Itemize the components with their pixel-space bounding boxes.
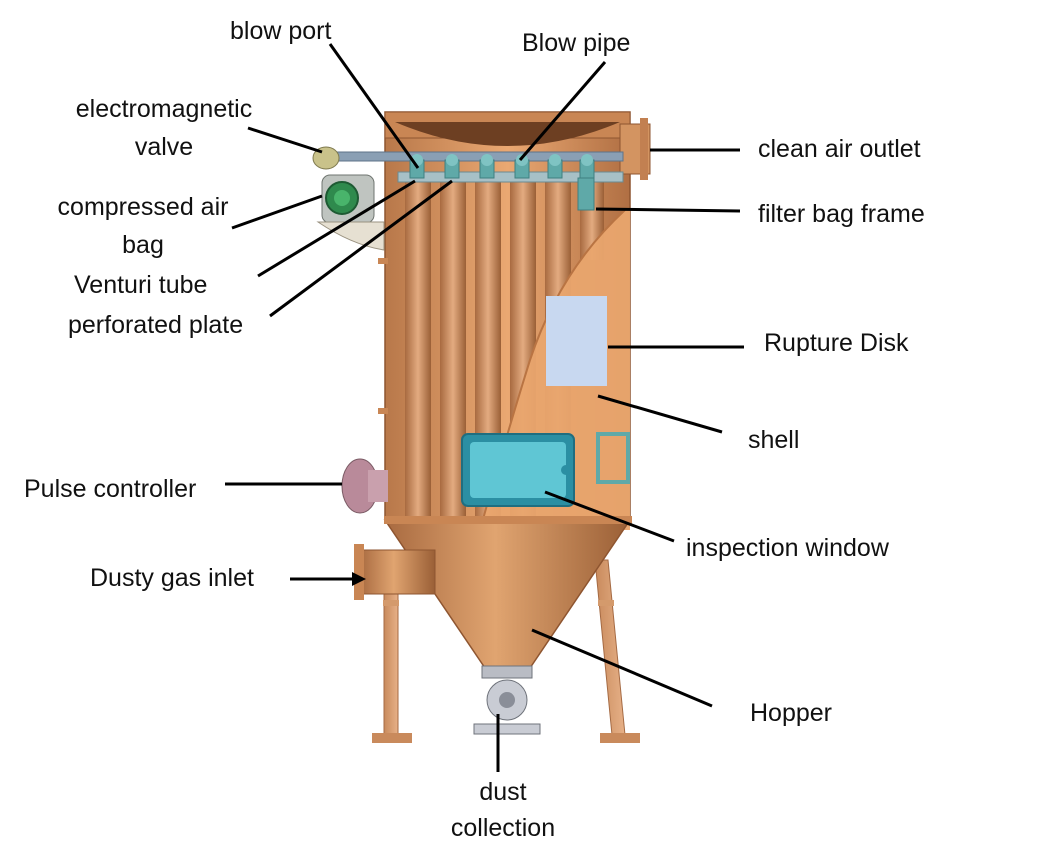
perforated-plate (397, 171, 624, 183)
label-pulse-controller: Pulse controller (24, 475, 197, 503)
label-compressed-air-bag-line2: bag (122, 231, 164, 259)
label-electromagnetic-valve-line2: valve (134, 133, 194, 161)
inlet-arrowhead (352, 572, 366, 586)
label-dusty-gas-inlet: Dusty gas inlet (90, 564, 254, 592)
discharge-valve (473, 665, 541, 735)
dusty-gas-inlet-pipe (354, 544, 436, 600)
label-venturi-tube: Venturi tube (74, 271, 208, 299)
leader-lines (225, 43, 744, 772)
label-shell: shell (748, 426, 800, 454)
label-clean-air-outlet: clean air outlet (758, 135, 921, 163)
label-hopper: Hopper (750, 699, 832, 727)
label-blow-port: blow port (230, 17, 332, 45)
label-electromagnetic-valve-line1: electromagnetic (75, 95, 253, 123)
label-dust-collection-line1: dust (479, 778, 527, 806)
inspection-window (461, 433, 575, 507)
label-perforated-plate: perforated plate (68, 311, 244, 339)
side-port (596, 432, 630, 484)
support-legs (372, 559, 640, 743)
label-compressed-air-bag-line1: compressed air (57, 193, 229, 221)
label-filter-bag-frame: filter bag frame (758, 200, 925, 228)
blow-pipe-assembly (334, 151, 624, 211)
label-rupture-disk: Rupture Disk (764, 329, 909, 357)
label-blow-pipe: Blow pipe (522, 29, 631, 57)
label-dust-collection-line2: collection (450, 814, 556, 842)
label-inspection-window: inspection window (686, 534, 889, 562)
pulse-controller-device (341, 458, 388, 514)
rupture-disk (546, 296, 607, 386)
